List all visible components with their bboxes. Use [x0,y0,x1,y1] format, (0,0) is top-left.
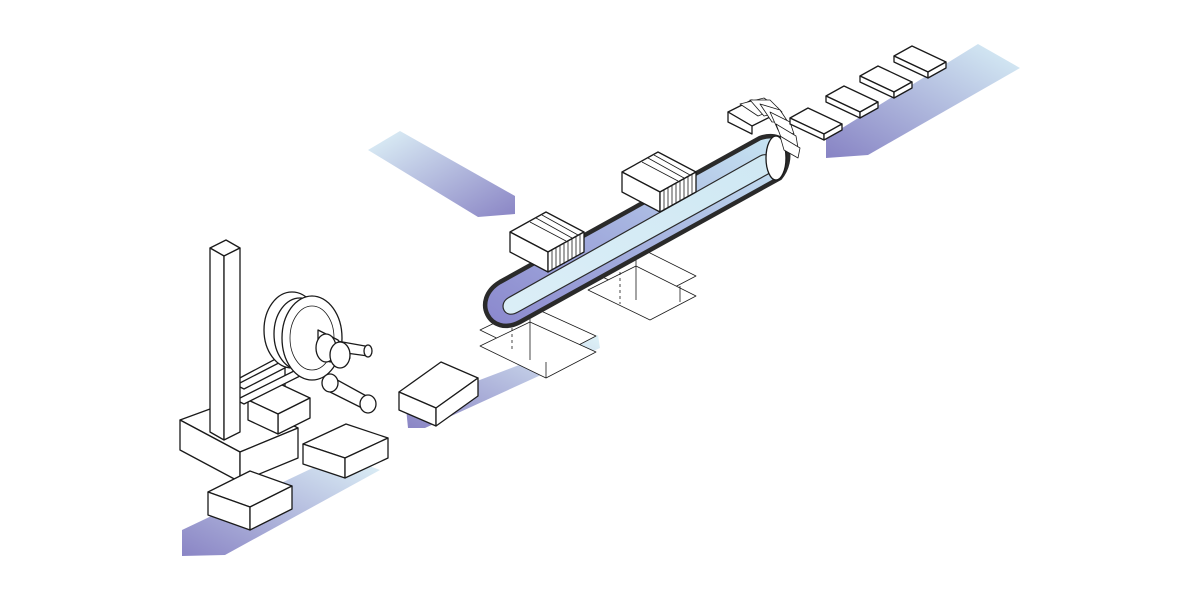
sheet-panel-icon [893,45,947,79]
sheet-panel-icon [302,423,389,479]
sheet-panel-icon [789,107,843,141]
sheet-panel-icon [398,361,479,427]
sheet-panel-icon [825,85,879,119]
flow-arrow-incoming [368,131,515,217]
flow-strip-upper-right [826,44,1020,158]
conveyor-belt-icon [482,133,791,329]
sheet-panel-icon [859,65,913,99]
sheet-panel-icon [207,470,293,531]
sheet-stack-right [621,151,697,213]
sheet-stack-left [509,211,585,273]
sheet-fan [727,97,801,159]
press-machine-icon [179,239,377,483]
